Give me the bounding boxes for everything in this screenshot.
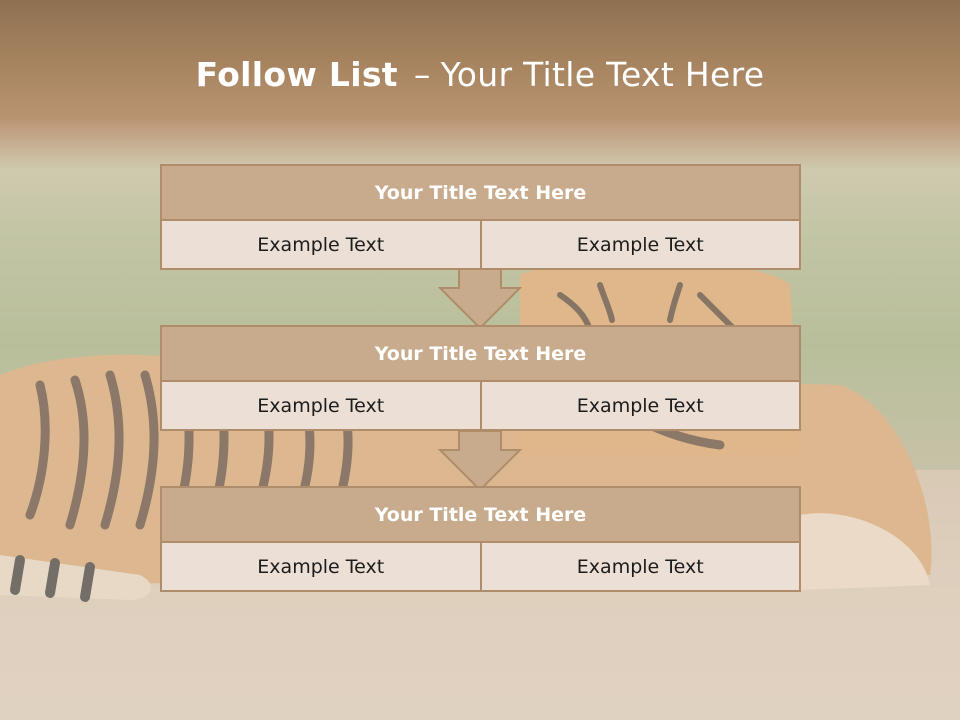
block-title: Your Title Text Here — [160, 486, 801, 543]
block-cell-left: Example Text — [160, 221, 482, 270]
block-row: Example Text Example Text — [160, 221, 801, 270]
block-cell-right: Example Text — [481, 543, 801, 592]
block-title: Your Title Text Here — [160, 325, 801, 382]
block-row: Example Text Example Text — [160, 382, 801, 431]
block-cell-right: Example Text — [481, 382, 801, 431]
list-block-3: Your Title Text Here Example Text Exampl… — [160, 486, 801, 592]
down-arrow-icon — [438, 430, 522, 492]
block-row: Example Text Example Text — [160, 543, 801, 592]
block-cell-left: Example Text — [160, 543, 482, 592]
block-cell-right: Example Text — [481, 221, 801, 270]
title-rest-part: Your Title Text Here — [440, 55, 765, 94]
title-bold-part: Follow List — [195, 55, 398, 94]
slide-title: Follow List–Your Title Text Here — [0, 52, 960, 98]
title-band — [0, 0, 960, 170]
down-arrow-icon — [438, 268, 522, 330]
list-block-2: Your Title Text Here Example Text Exampl… — [160, 325, 801, 431]
title-separator: – — [413, 55, 431, 94]
list-block-1: Your Title Text Here Example Text Exampl… — [160, 164, 801, 270]
block-title: Your Title Text Here — [160, 164, 801, 221]
block-cell-left: Example Text — [160, 382, 482, 431]
